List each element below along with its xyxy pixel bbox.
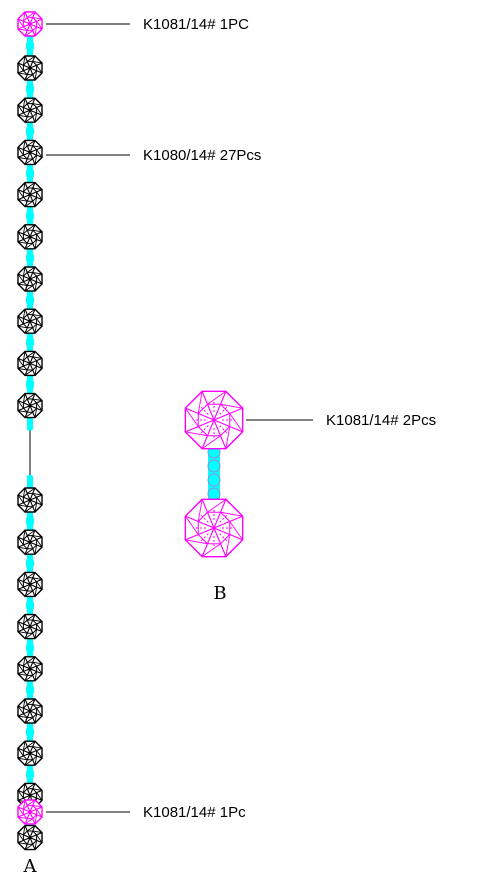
connector-link (207, 438, 221, 510)
pink-bead (17, 799, 43, 825)
connector-link (26, 290, 34, 311)
connector-link (26, 247, 34, 268)
connector-link (27, 416, 33, 431)
label-bottom-bead: K1081/14# 1Pc (143, 804, 246, 821)
strand-b (184, 390, 244, 558)
black-bead (17, 656, 43, 682)
connector-link (27, 475, 33, 489)
connector-link (26, 637, 34, 658)
black-bead (17, 392, 43, 419)
black-bead (17, 266, 43, 292)
label-middle-bead: K1080/14# 27Pcs (143, 147, 261, 164)
connector-link (26, 35, 34, 57)
pink-bead-large (184, 390, 244, 450)
black-bead (17, 181, 43, 208)
pink-bead (17, 11, 43, 37)
connector-link (26, 205, 34, 226)
connector-link (26, 764, 34, 785)
connector-link (26, 511, 34, 532)
labels: K1081/14# 1PC K1080/14# 27Pcs K1081/14# … (23, 16, 437, 877)
black-bead (17, 740, 43, 766)
black-bead (17, 139, 43, 166)
pink-bead-large (184, 498, 244, 558)
label-top-bead: K1081/14# 1PC (143, 16, 249, 33)
black-bead (17, 55, 43, 81)
connector-link (26, 553, 34, 574)
connector-link (26, 374, 34, 395)
label-b-bead: K1081/14# 2Pcs (326, 412, 436, 429)
black-bead (17, 529, 43, 555)
connector-link (26, 722, 34, 743)
connector-link (26, 163, 34, 184)
connector-link (26, 79, 34, 100)
black-bead (17, 308, 43, 334)
black-bead (17, 824, 43, 851)
caption-a: A (23, 856, 38, 877)
black-bead (17, 97, 43, 123)
connector-link (26, 332, 34, 353)
black-bead (17, 571, 43, 598)
caption-b: B (213, 583, 226, 604)
black-bead (17, 613, 43, 640)
black-bead (17, 487, 43, 513)
black-bead (17, 224, 43, 250)
black-bead (17, 350, 43, 377)
black-bead (17, 698, 43, 724)
connector-link (26, 595, 34, 616)
connector-link (26, 679, 34, 700)
strand-a (17, 11, 43, 851)
connector-link (26, 121, 34, 142)
